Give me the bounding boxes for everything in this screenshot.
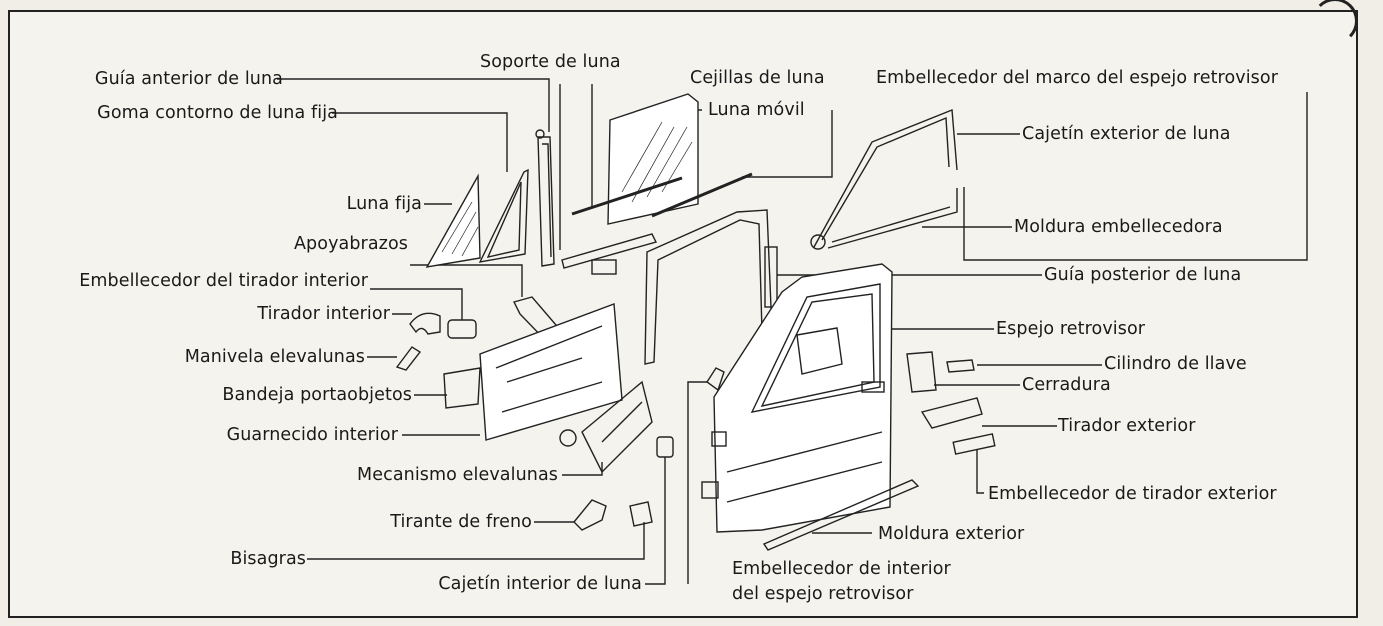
label-tirador-exterior: Tirador exterior [1058,416,1196,436]
label-soporte-luna: Soporte de luna [480,52,621,72]
goma-contorno-part [478,168,529,263]
label-cilindro-llave: Cilindro de llave [1104,354,1247,374]
label-cajetin-exterior: Cajetín exterior de luna [1022,124,1231,144]
label-espejo-retrovisor: Espejo retrovisor [996,319,1146,339]
label-manivela: Manivela elevalunas [184,347,365,367]
label-moldura-exterior: Moldura exterior [878,524,1025,544]
label-tirador-interior: Tirador interior [257,304,390,324]
label-embellecedor-tirador-interior: Embellecedor del tirador interior [79,271,368,291]
label-embellecedor-interior-1: Embellecedor de interior [732,559,951,579]
label-tirante-freno: Tirante de freno [390,512,532,532]
corner-mark [1312,0,1358,44]
bandeja-part [443,367,481,409]
tirador-interior-part [409,312,441,335]
label-embellecedor-marco: Embellecedor del marco del espejo retrov… [876,68,1278,88]
manivela-part [395,346,422,371]
embellecedor-tirador-interior-part [447,319,477,339]
label-goma-contorno: Goma contorno de luna fija [97,103,338,123]
marco-interior-part [644,209,773,365]
label-guia-anterior: Guía anterior de luna [94,69,283,89]
embellecedor-tirador-exterior-part [952,433,996,455]
label-cerradura: Cerradura [1022,375,1111,395]
moldura-exterior-part [762,479,920,551]
tirador-exterior-part [920,397,983,429]
cerradura-part [906,351,937,393]
espejo-part [796,327,843,375]
label-embellecedor-interior-2: del espejo retrovisor [732,584,914,604]
cajetin-interior-part [656,436,674,458]
label-apoyabrazos: Apoyabrazos [293,234,408,254]
luna-fija-part [425,173,481,268]
soporte-luna-part [561,233,658,275]
tirante-freno-part [573,499,607,531]
cajetin-exterior-part [810,108,958,250]
door-exploded-diagram [277,78,1308,585]
label-embellecedor-tirador-exterior: Embellecedor de tirador exterior [988,484,1277,504]
embellecedor-interior-espejo-part [706,367,725,392]
guia-posterior-part [764,246,778,308]
label-bisagras: Bisagras [230,549,306,569]
bisagra-part [629,501,653,527]
label-guarnecido: Guarnecido interior [226,425,398,445]
label-guia-posterior: Guía posterior de luna [1044,265,1242,285]
guarnecido-part [479,303,623,441]
label-luna-movil: Luna móvil [708,100,805,120]
mecanismo-part [559,380,653,474]
diagram-frame: Guía anterior de luna Goma contorno de l… [8,0,1358,618]
luna-movil-part [607,93,699,225]
label-cejillas-luna: Cejillas de luna [690,68,825,88]
label-cajetin-interior: Cajetín interior de luna [438,574,642,594]
label-mecanismo: Mecanismo elevalunas [357,465,558,485]
label-bandeja: Bandeja portaobjetos [222,385,412,405]
label-luna-fija: Luna fija [346,194,422,214]
guia-anterior-part [535,129,555,267]
cejillas-part [571,172,753,218]
label-moldura-embellecedora: Moldura embellecedora [1014,217,1223,237]
door-shell [701,263,893,533]
cilindro-part [946,359,975,373]
